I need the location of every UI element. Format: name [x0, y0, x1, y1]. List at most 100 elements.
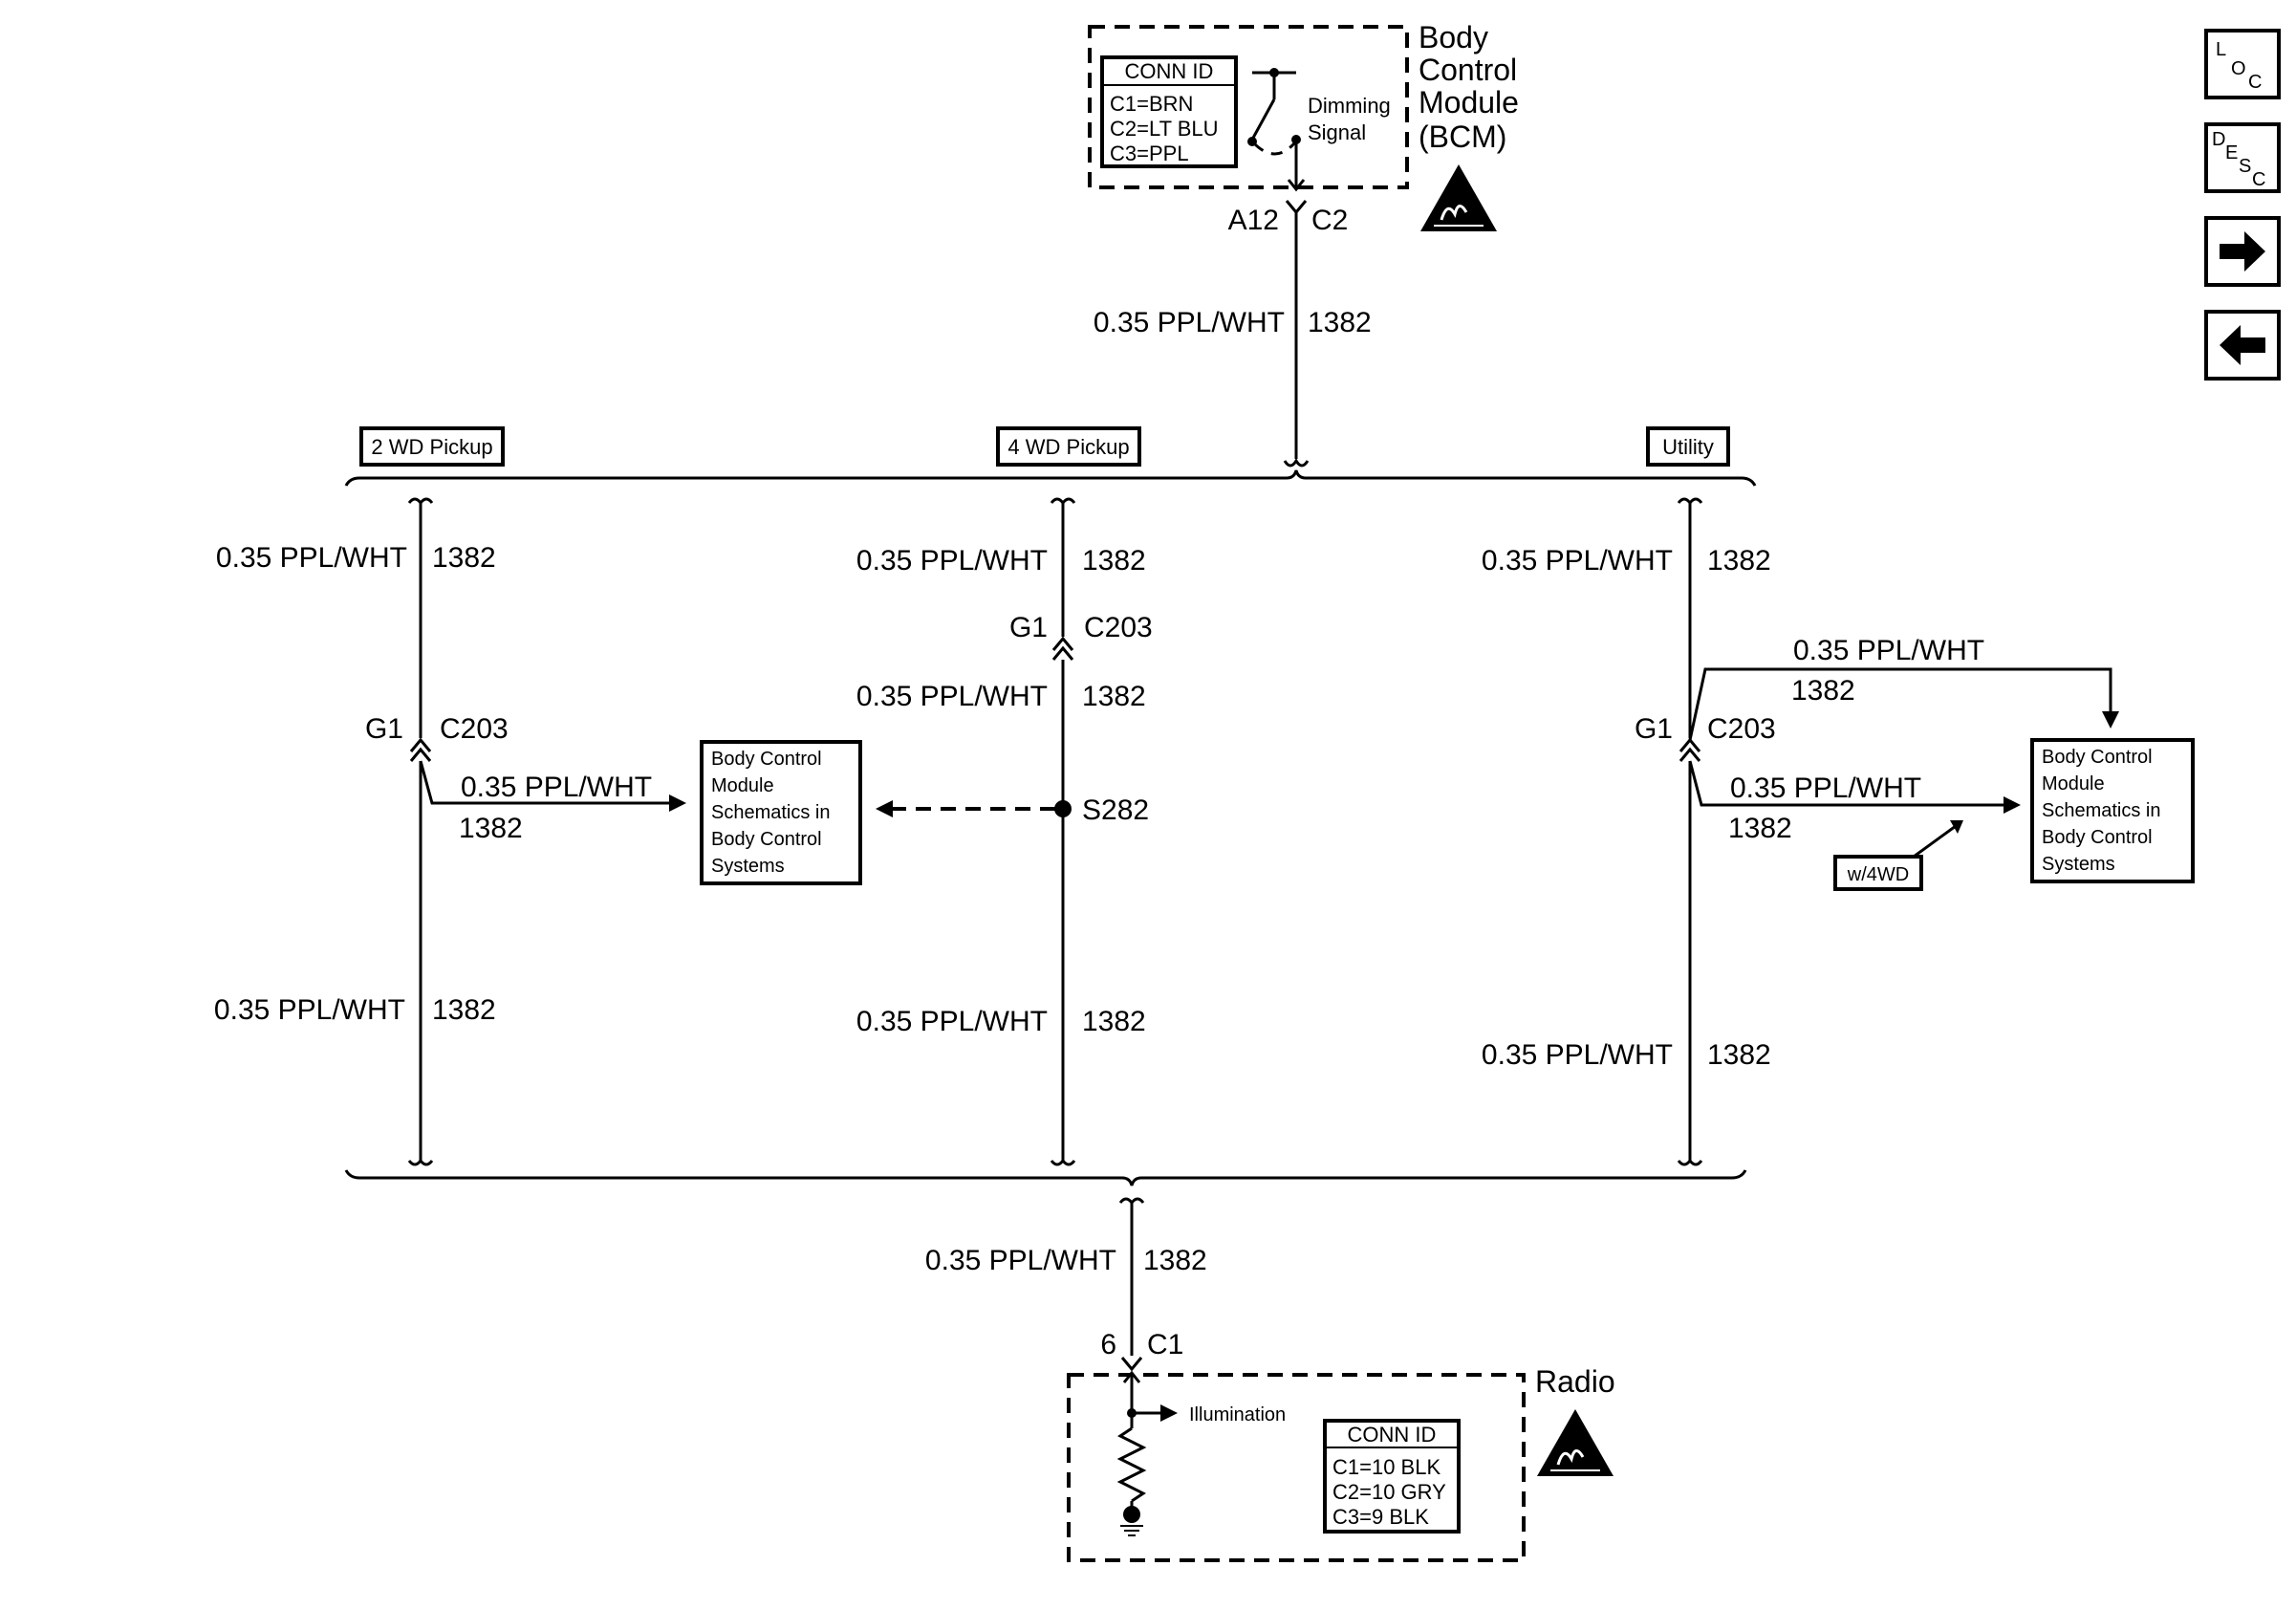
- radio-conn-id-line: C1=10 BLK: [1332, 1455, 1440, 1479]
- bcm-pin-label: A12: [1228, 205, 1279, 236]
- ref-box-line: Module: [2042, 773, 2105, 794]
- desc-letter: S: [2239, 156, 2251, 177]
- desc-letter: E: [2225, 142, 2238, 163]
- wire-label: 0.35 PPL/WHT: [216, 542, 407, 574]
- wire-label: 0.35 PPL/WHT: [214, 994, 405, 1026]
- ref-box-line: Body Control: [711, 749, 822, 770]
- back-button[interactable]: [2204, 310, 2281, 381]
- radio-module-outline: [1067, 1373, 1526, 1562]
- bottom-variant-bracket: [344, 1169, 1747, 1186]
- inline-connector-label: C203: [1084, 612, 1153, 643]
- wire-label: 0.35 PPL/WHT: [856, 1006, 1048, 1037]
- wire-label: 0.35 PPL/WHT: [1094, 307, 1285, 338]
- radio-conn-id-title: CONN ID: [1348, 1423, 1437, 1447]
- bcm-connector-label: C2: [1311, 205, 1348, 236]
- ground-icon: [1123, 1506, 1140, 1523]
- circuit-label: 1382: [459, 813, 523, 844]
- pointer-arrow-icon: [1950, 820, 1963, 834]
- radio-conn-id-box: [1323, 1419, 1461, 1534]
- esd-warning-icon: [1420, 164, 1497, 231]
- inline-connector-label: C203: [1707, 713, 1776, 745]
- radio-connector-label: C1: [1147, 1329, 1183, 1360]
- ref-box-line: Body Control: [711, 829, 822, 850]
- desc-letter: C: [2252, 169, 2265, 190]
- bcm-title: Control: [1419, 53, 1517, 87]
- ref-box-line: Module: [711, 775, 774, 796]
- circuit-label: 1382: [1082, 681, 1146, 712]
- circuit-label: 1382: [432, 994, 496, 1026]
- resistor-icon: [1116, 1426, 1147, 1503]
- radio-title: Radio: [1535, 1364, 1615, 1399]
- ref-box-line: Schematics in: [711, 802, 831, 823]
- circuit-label: 1382: [1791, 675, 1855, 707]
- top-variant-bracket: [344, 469, 1757, 487]
- bcm-conn-id-box: [1100, 55, 1238, 168]
- bcm-conn-id-line: C3=PPL: [1110, 141, 1189, 165]
- circuit-label: 1382: [1728, 813, 1792, 844]
- bcm-title: Body: [1419, 20, 1488, 54]
- loc-button[interactable]: L O C: [2204, 29, 2281, 99]
- arrow-right-icon: [669, 794, 686, 812]
- ref-box-bcm-schematics[interactable]: Body Control Module Schematics in Body C…: [2030, 738, 2195, 883]
- loc-letter: L: [2216, 39, 2226, 60]
- ref-box-bcm-schematics[interactable]: Body Control Module Schematics in Body C…: [700, 740, 862, 885]
- wire-label: 0.35 PPL/WHT: [925, 1245, 1116, 1276]
- variant-label-box: [1646, 426, 1730, 467]
- circuit-label: 1382: [1082, 545, 1146, 577]
- variant-4wd-pickup: 4 WD Pickup: [1007, 435, 1129, 459]
- radio-pin-label: 6: [1100, 1329, 1116, 1360]
- wire-label: 0.35 PPL/WHT: [1482, 545, 1673, 577]
- option-badge: w/4WD: [1847, 864, 1909, 885]
- branch-2wd-pickup: [407, 497, 686, 1166]
- bcm-conn-id-line: C2=LT BLU: [1110, 117, 1219, 141]
- arrow-left-icon: [876, 800, 893, 817]
- variant-utility: Utility: [1662, 435, 1714, 459]
- arrow-down-icon: [2102, 711, 2119, 729]
- loc-letter: C: [2248, 72, 2262, 93]
- illumination-label: Illumination: [1189, 1404, 1286, 1425]
- forward-button[interactable]: [2204, 216, 2281, 287]
- arrow-left-icon: [2220, 325, 2265, 365]
- dimming-switch-icon: [1247, 68, 1306, 192]
- circuit-label: 1382: [1308, 307, 1372, 338]
- dimming-signal-label: Dimming: [1308, 94, 1391, 118]
- bcm-title: Module: [1419, 85, 1519, 120]
- bcm-conn-id-line: C1=BRN: [1110, 92, 1193, 116]
- bcm-module-outline: [1088, 25, 1409, 189]
- radio-conn-id-line: C2=10 GRY: [1332, 1480, 1446, 1504]
- wire-label: 0.35 PPL/WHT: [461, 772, 652, 803]
- ref-box-line: Systems: [711, 856, 785, 877]
- arrow-right-icon: [1160, 1404, 1178, 1422]
- inline-connector-pin: G1: [1009, 612, 1048, 643]
- ref-box-line: Schematics in: [2042, 800, 2161, 821]
- variant-label-box: [996, 426, 1141, 467]
- radio-conn-id-line: C3=9 BLK: [1332, 1505, 1429, 1529]
- wire-label: 0.35 PPL/WHT: [1793, 635, 1984, 666]
- ref-box-line: Body Control: [2042, 747, 2153, 768]
- circuit-label: 1382: [1707, 1039, 1771, 1071]
- dimming-signal-label: Signal: [1308, 120, 1366, 144]
- wire-label: 0.35 PPL/WHT: [856, 545, 1048, 577]
- option-badge-box: [1833, 855, 1923, 891]
- circuit-label: 1382: [432, 542, 496, 574]
- variant-2wd-pickup: 2 WD Pickup: [371, 435, 492, 459]
- circuit-label: 1382: [1707, 545, 1771, 577]
- radio-module: Illumination CONN ID C1=10 BLK C2=10 GRY…: [1067, 1370, 1526, 1562]
- branch-4wd-pickup: [876, 497, 1076, 1166]
- desc-button[interactable]: D E S C: [2204, 122, 2281, 193]
- splice-dot: [1054, 800, 1072, 817]
- circuit-label: 1382: [1082, 1006, 1146, 1037]
- loc-letter: O: [2231, 58, 2246, 79]
- ref-box-line: Systems: [2042, 854, 2115, 875]
- variant-label-box: [359, 426, 505, 467]
- bcm-title: (BCM): [1419, 120, 1506, 154]
- arrow-right-icon: [2004, 796, 2021, 814]
- desc-letter: D: [2212, 129, 2225, 150]
- bcm-module: CONN ID C1=BRN C2=LT BLU C3=PPL Dimming …: [1088, 20, 1519, 231]
- splice-label: S282: [1082, 794, 1149, 826]
- bcm-conn-id-title: CONN ID: [1125, 59, 1214, 83]
- inline-connector-label: C203: [440, 713, 509, 745]
- inline-connector-pin: G1: [365, 713, 403, 745]
- wire-label: 0.35 PPL/WHT: [856, 681, 1048, 712]
